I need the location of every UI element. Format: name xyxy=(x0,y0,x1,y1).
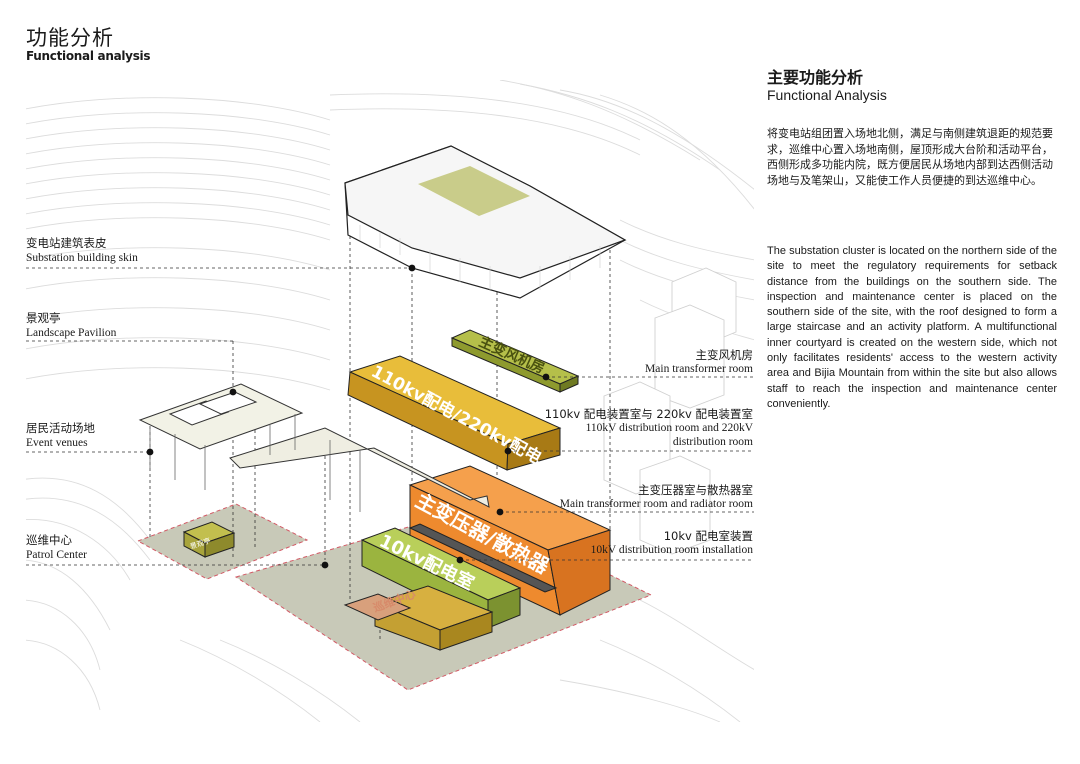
label-patrol-center: 巡维中心 Patrol Center xyxy=(26,533,87,563)
label-cn: 居民活动场地 xyxy=(26,421,95,436)
label-transformer-radiator: 主变压器室与散热器室 Main transformer room and rad… xyxy=(560,483,753,511)
label-substation-skin: 变电站建筑表皮 Substation building skin xyxy=(26,236,138,266)
panel-description-en: The substation cluster is located on the… xyxy=(767,244,1057,412)
label-cn: 10kv 配电室装置 xyxy=(591,529,753,543)
label-cn: 主变风机房 xyxy=(645,348,753,362)
label-en: 110kV distribution room and 220kV xyxy=(545,421,753,435)
substation-skin-block xyxy=(345,146,625,298)
panel-subtitle: Functional Analysis xyxy=(767,87,887,103)
label-landscape-pavilion: 景观亭 Landscape Pavilion xyxy=(26,311,116,341)
label-event-venues: 居民活动场地 Event venues xyxy=(26,421,95,451)
label-en: Patrol Center xyxy=(26,548,87,563)
label-en-2: distribution room xyxy=(545,435,753,449)
label-en: Event venues xyxy=(26,436,95,451)
label-main-transformer: 主变风机房 Main transformer room xyxy=(645,348,753,376)
label-cn: 主变压器室与散热器室 xyxy=(560,483,753,497)
label-en: 10kV distribution room installation xyxy=(591,543,753,557)
label-en: Landscape Pavilion xyxy=(26,326,116,341)
label-en: Main transformer room and radiator room xyxy=(560,497,753,511)
label-distribution-rooms: 110kv 配电装置室与 220kv 配电装置室 110kV distribut… xyxy=(545,407,753,449)
panel-title: 主要功能分析 xyxy=(767,64,863,88)
label-en: Main transformer room xyxy=(645,362,753,376)
label-10kv-distribution: 10kv 配电室装置 10kV distribution room instal… xyxy=(591,529,753,557)
panel-description-cn: 将变电站组团置入场地北侧，满足与南侧建筑退距的规范要求，巡维中心置入场地南侧，屋… xyxy=(767,126,1057,188)
label-cn: 巡维中心 xyxy=(26,533,87,548)
label-cn: 景观亭 xyxy=(26,311,116,326)
label-cn: 110kv 配电装置室与 220kv 配电装置室 xyxy=(545,407,753,421)
label-en: Substation building skin xyxy=(26,251,138,266)
label-cn: 变电站建筑表皮 xyxy=(26,236,138,251)
